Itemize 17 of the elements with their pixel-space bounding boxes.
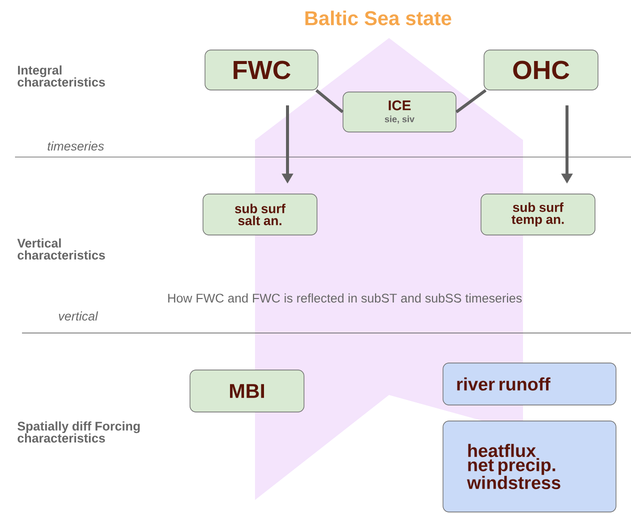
- process-box: heatflux net precip. windstress: [442, 420, 616, 512]
- row-heading: Vertical characteristics: [17, 238, 105, 260]
- title: Baltic Sea state: [305, 10, 452, 26]
- connector: [315, 89, 344, 114]
- row-heading: Spatially diff Forcing characteristics: [18, 421, 140, 443]
- process-box: river runoff: [442, 362, 616, 406]
- connector: [455, 89, 487, 114]
- note: How FWC and FWC is reflected in subST and subSS timeseries: [168, 293, 522, 303]
- section-label: timeseries: [48, 141, 104, 151]
- process-box: MBI: [190, 370, 304, 412]
- section-label: vertical: [58, 311, 98, 321]
- process-box: sub surf temp an.: [480, 194, 596, 236]
- process-box: ICE sie, siv: [342, 92, 456, 132]
- process-box: sub surf salt an.: [202, 194, 318, 236]
- row-heading: Integral characteristics: [18, 65, 105, 87]
- process-box: OHC: [484, 50, 598, 90]
- process-box: FWC: [204, 50, 318, 90]
